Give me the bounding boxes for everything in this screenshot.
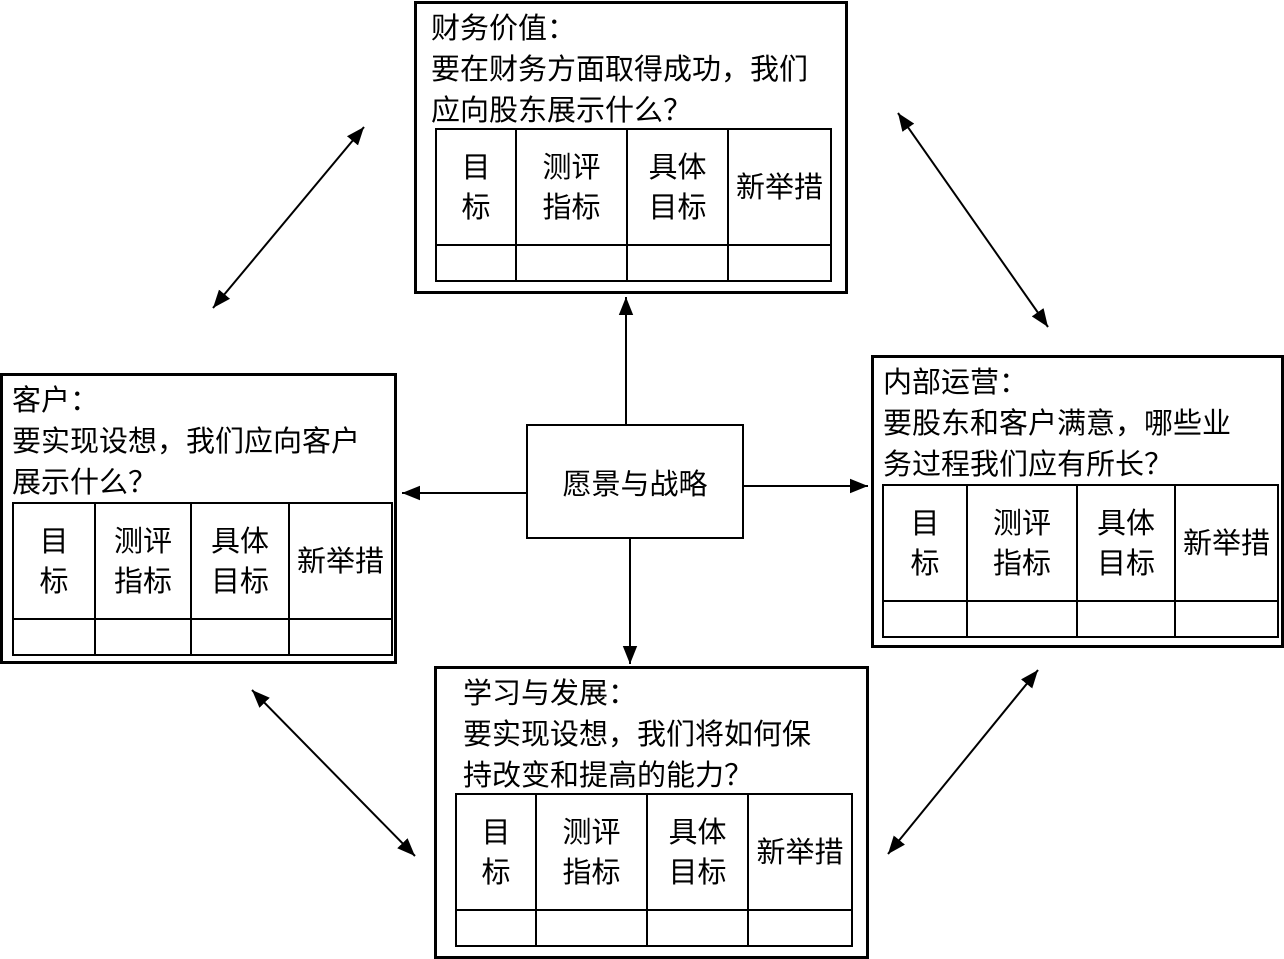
- panel-internal: 内部运营： 要股东和客户满意，哪些业 务过程我们应有所长？ 目 标 测评 指标 …: [871, 355, 1284, 648]
- arrow-internal-learning: [887, 669, 1039, 855]
- panel-title: 客户：: [12, 383, 100, 417]
- header-targets: 具体 目标: [1076, 484, 1176, 602]
- panel-text: 财务价值： 要在财务方面取得成功，我们 应向股东展示什么？: [431, 8, 839, 131]
- empty-cell: [747, 909, 853, 947]
- panel-text: 内部运营： 要股东和客户满意，哪些业 务过程我们应有所长？: [883, 362, 1275, 485]
- panel-title: 内部运营：: [883, 365, 1029, 399]
- arrow-finance-internal: [897, 112, 1049, 328]
- empty-cell: [727, 244, 832, 282]
- panel-question-line: 应向股东展示什么？: [431, 93, 693, 127]
- empty-cell: [1174, 600, 1279, 638]
- panel-question-line: 要在财务方面取得成功，我们: [431, 52, 809, 86]
- header-measures: 测评 指标: [966, 484, 1078, 602]
- empty-cell: [626, 244, 729, 282]
- header-objective: 目 标: [882, 484, 968, 602]
- header-initiatives: 新举措: [747, 793, 853, 911]
- measure-table: 目 标 测评 指标 具体 目标 新举措: [12, 502, 393, 656]
- panel-question-line: 要实现设想，我们将如何保: [463, 717, 812, 751]
- empty-cell: [455, 909, 537, 947]
- arrow-customer-learning: [251, 689, 416, 857]
- panel-question-line: 要实现设想，我们应向客户: [12, 424, 361, 458]
- empty-cell: [882, 600, 968, 638]
- center-vision-strategy: 愿景与战略: [526, 424, 744, 539]
- arrow-finance-customer: [212, 126, 365, 309]
- header-initiatives: 新举措: [288, 502, 393, 620]
- empty-cell: [190, 618, 290, 656]
- header-initiatives: 新举措: [1174, 484, 1279, 602]
- header-targets: 具体 目标: [626, 128, 729, 246]
- panel-finance: 财务价值： 要在财务方面取得成功，我们 应向股东展示什么？ 目 标 测评 指标 …: [414, 1, 848, 294]
- panel-question-line: 要股东和客户满意，哪些业: [883, 406, 1232, 440]
- empty-cell: [515, 244, 628, 282]
- empty-cell: [535, 909, 648, 947]
- empty-cell: [288, 618, 393, 656]
- measure-table: 目 标 测评 指标 具体 目标 新举措: [435, 128, 832, 282]
- header-objective: 目 标: [12, 502, 96, 620]
- header-measures: 测评 指标: [515, 128, 628, 246]
- panel-question-line: 持改变和提高的能力？: [463, 758, 754, 792]
- panel-text: 学习与发展： 要实现设想，我们将如何保 持改变和提高的能力？: [463, 673, 860, 796]
- header-measures: 测评 指标: [94, 502, 192, 620]
- panel-title: 学习与发展：: [463, 676, 638, 710]
- measure-table: 目 标 测评 指标 具体 目标 新举措: [455, 793, 853, 947]
- empty-cell: [12, 618, 96, 656]
- panel-question-line: 展示什么？: [12, 465, 158, 499]
- panel-title: 财务价值：: [431, 11, 577, 45]
- empty-cell: [435, 244, 517, 282]
- panel-learning: 学习与发展： 要实现设想，我们将如何保 持改变和提高的能力？ 目 标 测评 指标…: [434, 666, 869, 959]
- header-targets: 具体 目标: [646, 793, 749, 911]
- empty-cell: [646, 909, 749, 947]
- empty-cell: [94, 618, 192, 656]
- center-label: 愿景与战略: [562, 466, 708, 501]
- header-targets: 具体 目标: [190, 502, 290, 620]
- empty-cell: [966, 600, 1078, 638]
- header-objective: 目 标: [455, 793, 537, 911]
- measure-table: 目 标 测评 指标 具体 目标 新举措: [882, 484, 1279, 638]
- header-objective: 目 标: [435, 128, 517, 246]
- empty-cell: [1076, 600, 1176, 638]
- header-measures: 测评 指标: [535, 793, 648, 911]
- panel-customer: 客户： 要实现设想，我们应向客户 展示什么？ 目 标 测评 指标 具体 目标 新…: [0, 373, 397, 664]
- panel-question-line: 务过程我们应有所长？: [883, 447, 1174, 481]
- header-initiatives: 新举措: [727, 128, 832, 246]
- panel-text: 客户： 要实现设想，我们应向客户 展示什么？: [12, 380, 388, 503]
